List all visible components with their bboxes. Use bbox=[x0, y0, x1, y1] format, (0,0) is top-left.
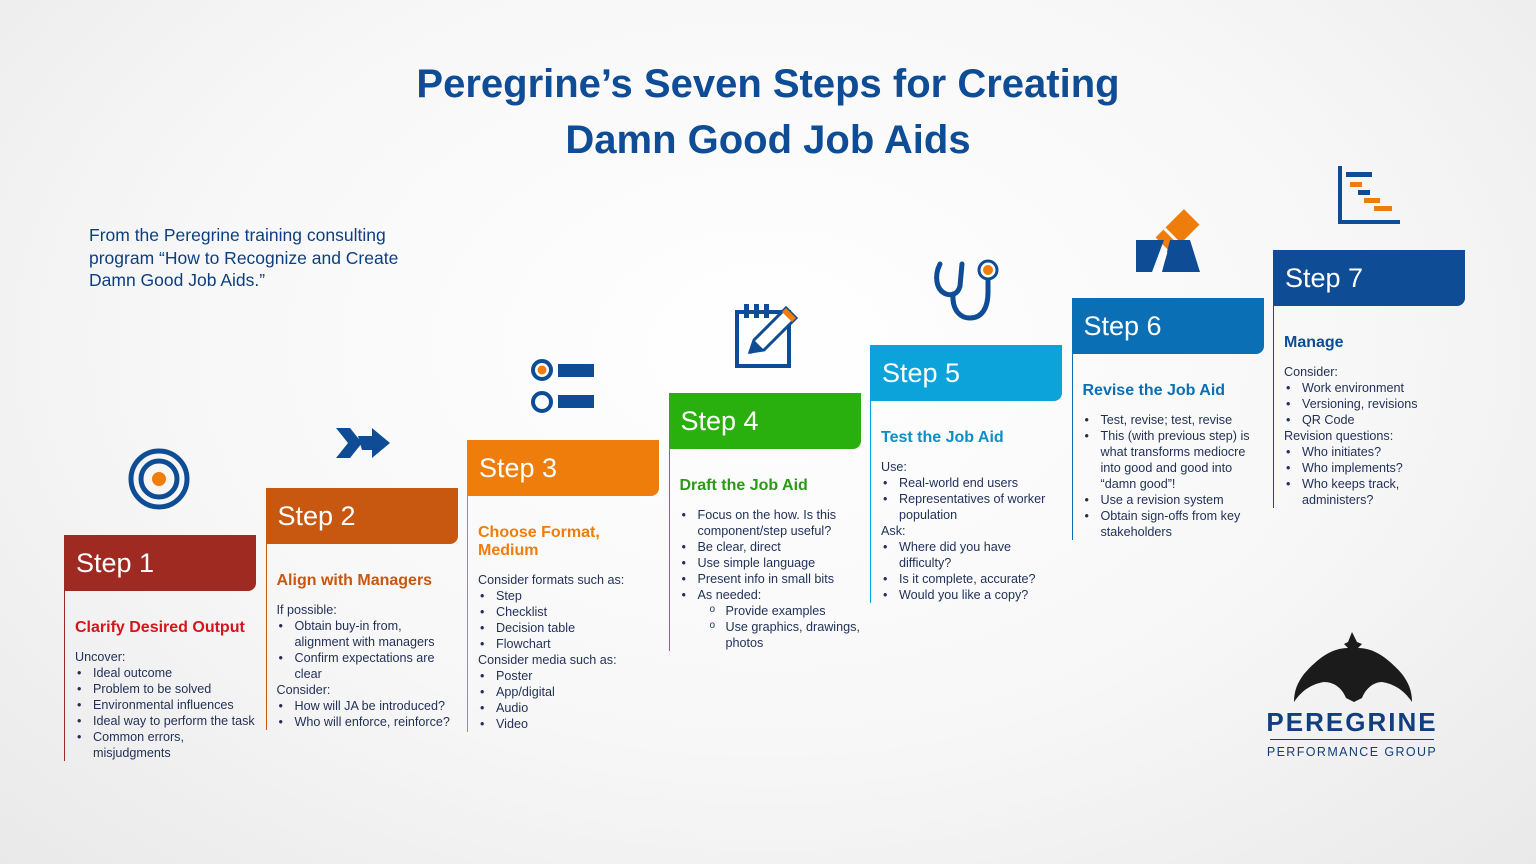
step-bullet-item: Real-world end users bbox=[881, 475, 1062, 491]
step-bullet-item: Environmental influences bbox=[75, 697, 256, 713]
step-bullet-item: Video bbox=[478, 716, 659, 732]
step-bullet-item: Use graphics, drawings, photos bbox=[680, 618, 861, 651]
step-subtitle: Draft the Job Aid bbox=[679, 476, 808, 494]
step-bullet-item: Is it complete, accurate? bbox=[881, 571, 1062, 587]
step-bullet-item: Ideal outcome bbox=[75, 665, 256, 681]
step-item-list: Test, revise; test, reviseThis (with pre… bbox=[1083, 412, 1264, 540]
step-bullet-item: Who initiates? bbox=[1284, 444, 1465, 460]
step-bullet-item: Where did you have difficulty? bbox=[881, 539, 1062, 571]
step-bullet-item: Use a revision system bbox=[1083, 492, 1264, 508]
intro-text: From the Peregrine training consulting p… bbox=[89, 225, 399, 290]
step-bullet-item: Test, revise; test, revise bbox=[1083, 412, 1264, 428]
step-bullet-item: Ideal way to perform the task bbox=[75, 713, 256, 729]
step-bullet-item: Be clear, direct bbox=[680, 539, 861, 555]
step-item-heading: Uncover: bbox=[75, 650, 126, 664]
step-header: Step 7 bbox=[1273, 250, 1465, 306]
step-bullet-item: Would you like a copy? bbox=[881, 587, 1062, 603]
step-bullet-item: Problem to be solved bbox=[75, 681, 256, 697]
step-item-list: Consider:Work environmentVersioning, rev… bbox=[1284, 364, 1465, 508]
step-subtitle: Choose Format, Medium bbox=[478, 524, 600, 559]
step-item-list: Use:Real-world end usersRepresentatives … bbox=[881, 459, 1062, 603]
step-item-heading: If possible: bbox=[276, 602, 337, 617]
step-subtitle: Clarify Desired Output bbox=[75, 619, 245, 636]
step-bullet-item: Use simple language bbox=[680, 555, 861, 571]
step-header: Step 2 bbox=[265, 487, 458, 544]
step-bullet-item: QR Code bbox=[1284, 412, 1465, 428]
step-body: Revise the Job AidTest, revise; test, re… bbox=[1071, 353, 1264, 540]
title-line-2: Damn Good Job Aids bbox=[565, 118, 971, 162]
step-bullet-item: Checklist bbox=[478, 604, 659, 620]
title-line-1: Peregrine’s Seven Steps for Creating bbox=[416, 62, 1120, 106]
logo-divider bbox=[1270, 739, 1434, 740]
gantt-chart-icon bbox=[1338, 166, 1400, 224]
step-subtitle: Revise the Job Aid bbox=[1082, 381, 1226, 399]
step-subtitle: Align with Managers bbox=[276, 571, 433, 589]
step-bullet-item: Obtain sign-offs from key stakeholders bbox=[1083, 508, 1264, 540]
step-bullet-item: Who will enforce, reinforce? bbox=[277, 714, 458, 730]
step-bullet-item: How will JA be introduced? bbox=[277, 698, 458, 714]
step-item-heading: Consider: bbox=[276, 682, 331, 697]
step-subtitle: Manage bbox=[1284, 334, 1344, 351]
step-bullet-item: Present info in small bits bbox=[680, 571, 861, 587]
stethoscope-icon bbox=[934, 259, 999, 321]
merge-arrow-icon bbox=[336, 428, 390, 458]
step-bullet-item: Audio bbox=[478, 700, 659, 716]
step-item-list: Consider formats such as:StepChecklistDe… bbox=[478, 572, 659, 732]
step-header: Step 6 bbox=[1071, 297, 1264, 354]
step-header: Step 4 bbox=[668, 392, 861, 449]
eraser-icon bbox=[1136, 209, 1200, 273]
step-item-heading: Revision questions: bbox=[1284, 429, 1394, 443]
step-bullet-item: Provide examples bbox=[680, 602, 861, 619]
step-item-list: Focus on the how. Is this component/step… bbox=[680, 507, 861, 651]
page-title: Peregrine’s Seven Steps for Creating Dam… bbox=[0, 56, 1536, 168]
step-bullet-item: Common errors, misjudgments bbox=[75, 729, 256, 761]
step-bullet-item: Confirm expectations are clear bbox=[277, 650, 458, 682]
step-bullet-item: This (with previous step) is what transf… bbox=[1083, 428, 1264, 492]
step-item-heading: Use: bbox=[881, 460, 907, 474]
step-bullet-item: Decision table bbox=[478, 620, 659, 636]
step-bullet-item: Poster bbox=[478, 668, 659, 684]
step-item-heading: Consider media such as: bbox=[478, 653, 617, 667]
step-bullet-item: App/digital bbox=[478, 684, 659, 700]
step-item-heading: Consider: bbox=[1284, 365, 1338, 379]
step-bullet-item: As needed: bbox=[680, 587, 861, 603]
step-item-list: If possible:Obtain buy-in from, alignmen… bbox=[277, 602, 458, 730]
step-bullet-item: Who implements? bbox=[1284, 460, 1465, 476]
step-item-list: Uncover:Ideal outcomeProblem to be solve… bbox=[75, 649, 256, 761]
list-icon bbox=[531, 359, 594, 413]
step-body: Draft the Job AidFocus on the how. Is th… bbox=[668, 448, 861, 651]
logo-name: PEREGRINE bbox=[1266, 707, 1438, 737]
step-bullet-item: Flowchart bbox=[478, 636, 659, 652]
step-item-heading: Ask: bbox=[881, 524, 906, 538]
step-subtitle: Test the Job Aid bbox=[881, 429, 1004, 446]
step-header: Step 5 bbox=[870, 345, 1062, 401]
notepad-pencil-icon bbox=[735, 304, 799, 368]
step-body: Align with Managers If possible:Obtain bu… bbox=[265, 543, 458, 730]
step-bullet-item: Representatives of worker population bbox=[881, 491, 1062, 523]
peregrine-falcon-logo bbox=[1294, 632, 1412, 702]
step-bullet-item: Focus on the how. Is this component/step… bbox=[680, 507, 861, 539]
logo-tagline: PERFORMANCE GROUP bbox=[1266, 745, 1438, 759]
step-item-heading: Consider formats such as: bbox=[478, 573, 625, 587]
step-bullet-item: Work environment bbox=[1284, 380, 1465, 396]
step-header: Step 1 bbox=[64, 535, 256, 591]
step-bullet-item: Obtain buy-in from, alignment with manag… bbox=[277, 618, 458, 650]
step-bullet-item: Who keeps track, administers? bbox=[1284, 476, 1465, 508]
step-header: Step 3 bbox=[467, 440, 659, 496]
target-icon bbox=[128, 448, 190, 510]
step-bullet-item: Versioning, revisions bbox=[1284, 396, 1465, 412]
step-bullet-item: Step bbox=[478, 588, 659, 604]
